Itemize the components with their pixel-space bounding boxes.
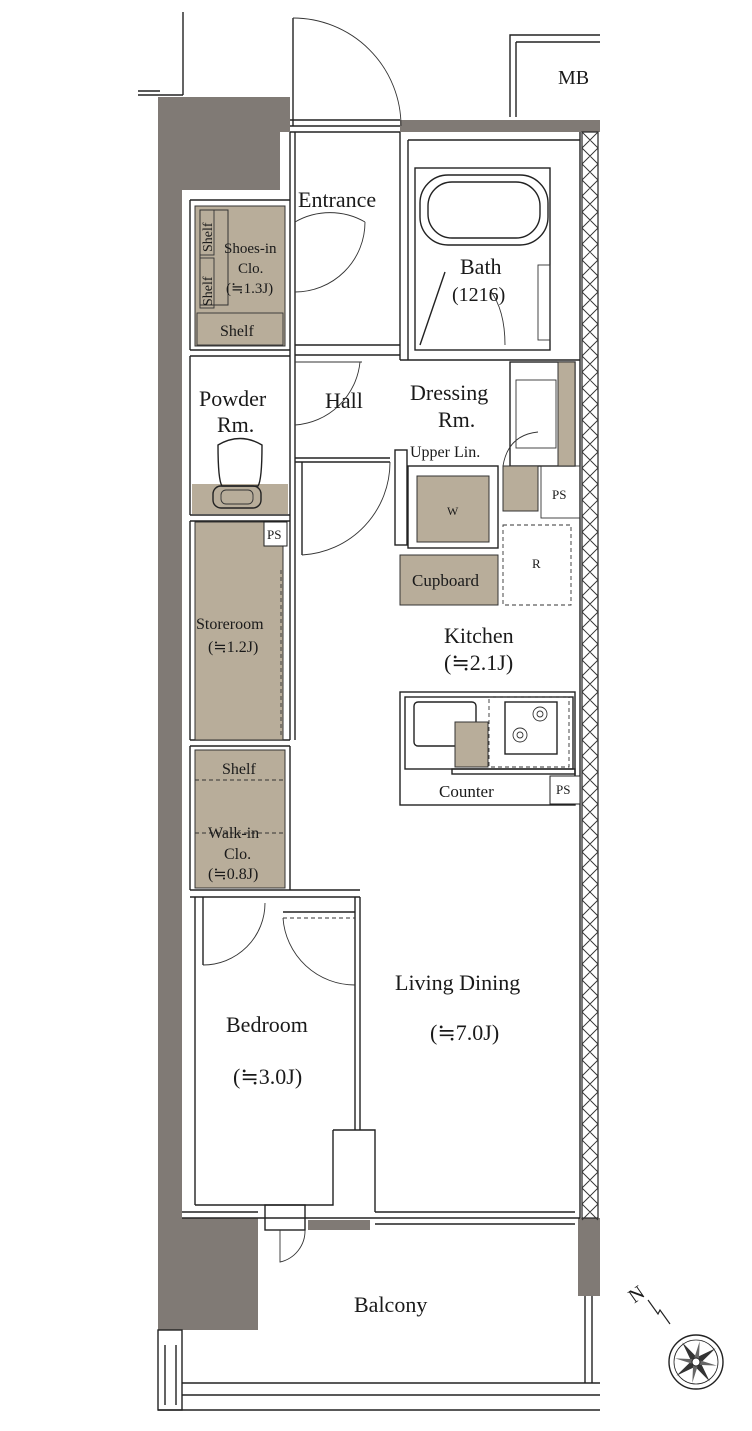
label-w: W	[447, 504, 459, 518]
label-kitchen: Kitchen	[444, 623, 514, 648]
label-living: Living Dining	[395, 970, 520, 995]
label-bedroom-area: (≒3.0J)	[233, 1064, 302, 1089]
structural-walls	[158, 97, 600, 1330]
west-wall	[158, 97, 290, 1330]
kitchen-storage	[399, 524, 572, 606]
label-entrance: Entrance	[298, 187, 376, 212]
label-bedroom: Bedroom	[226, 1012, 308, 1037]
label-powder-2: Rm.	[217, 412, 254, 437]
label-ps-counter: PS	[556, 782, 570, 797]
label-walkin-2: Clo.	[224, 846, 251, 863]
kitchen-counter	[399, 691, 581, 806]
label-balcony: Balcony	[354, 1292, 427, 1317]
outside-lines	[138, 12, 600, 133]
living-south-sill	[308, 1220, 370, 1230]
walkin-closet	[194, 749, 286, 889]
label-shoes-clo: Clo.	[238, 261, 263, 277]
east-lattice	[581, 131, 599, 1221]
label-shoes-area: (≒1.3J)	[226, 281, 273, 297]
compass-north-label: N	[625, 1282, 649, 1308]
label-kitchen-area: (≒2.1J)	[444, 650, 513, 675]
label-living-area: (≒7.0J)	[430, 1020, 499, 1045]
hall-door[interactable]	[295, 457, 391, 556]
partitions	[182, 132, 581, 1225]
balcony-pillar	[578, 1218, 600, 1296]
label-dressing-1: Dressing	[410, 380, 488, 405]
room-labels: MB Entrance Bath (1216) Shoes-in Clo. (≒…	[196, 67, 589, 1317]
north-wall-east	[400, 120, 600, 132]
label-mb: MB	[558, 67, 589, 89]
compass-icon	[647, 1299, 724, 1390]
label-walkin-1: Walk-in	[208, 825, 259, 842]
balcony	[157, 1204, 600, 1411]
label-shelf-bottom: Shelf	[220, 323, 254, 340]
label-powder-1: Powder	[199, 386, 267, 411]
shoes-closet-door[interactable]	[294, 212, 366, 293]
label-shelf-top: Shelf	[201, 222, 216, 252]
label-bath: Bath	[460, 254, 502, 279]
label-walkin-area: (≒0.8J)	[208, 866, 258, 883]
label-storeroom: Storeroom	[196, 616, 264, 633]
storeroom	[194, 521, 288, 741]
label-storeroom-area: (≒1.2J)	[208, 639, 258, 656]
label-hall: Hall	[325, 388, 363, 413]
label-upper-lin: Upper Lin.	[410, 444, 480, 461]
label-ps-dressing: PS	[552, 487, 566, 502]
label-bath-size: (1216)	[452, 284, 505, 306]
dressing-room	[394, 361, 581, 549]
label-walkin-shelf: Shelf	[222, 761, 256, 778]
powder-room	[192, 361, 362, 514]
label-cupboard: Cupboard	[412, 571, 480, 590]
label-dressing-2: Rm.	[438, 407, 475, 432]
front-door[interactable]	[292, 17, 402, 127]
label-r: R	[532, 556, 541, 571]
shoes-closet	[194, 205, 286, 347]
label-shoes-in: Shoes-in	[224, 241, 277, 257]
label-counter: Counter	[439, 782, 494, 801]
label-ps-storeroom: PS	[267, 527, 281, 542]
label-shelf-side: Shelf	[201, 276, 216, 306]
bath-room	[414, 167, 551, 351]
bedroom-doors[interactable]	[202, 897, 356, 986]
